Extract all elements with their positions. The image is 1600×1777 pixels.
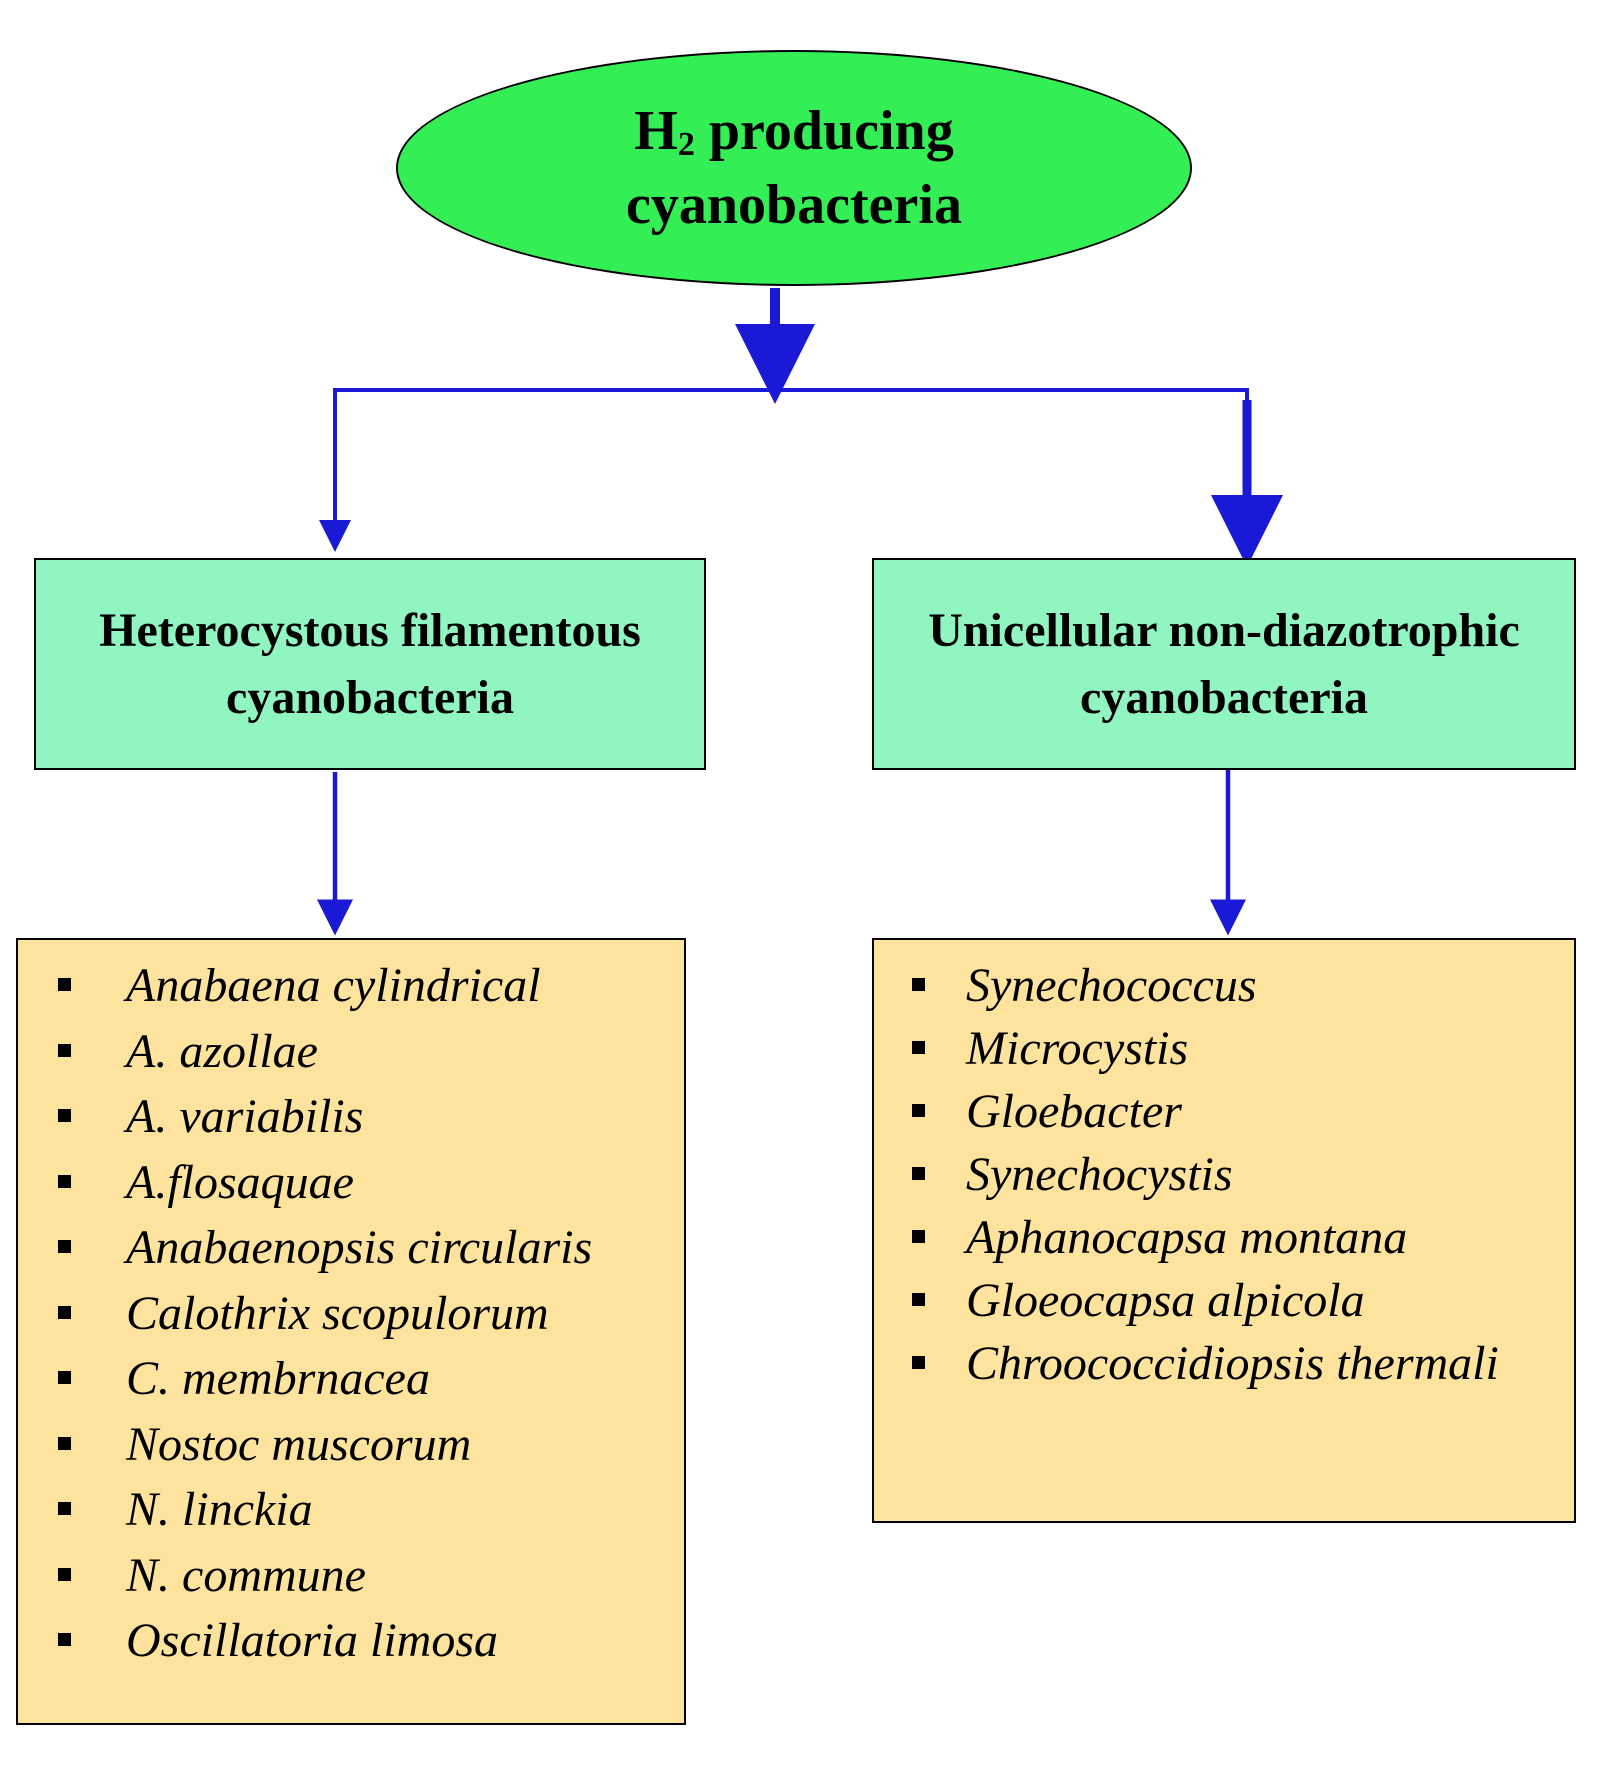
root-node: H2 producing cyanobacteria — [396, 50, 1192, 286]
list-item: A. azollae — [18, 1024, 684, 1090]
list-item: Chroococcidiopsis thermali — [874, 1336, 1574, 1399]
bullet-icon — [912, 1293, 925, 1306]
list-item: A. variabilis — [18, 1089, 684, 1155]
bullet-icon — [912, 1230, 925, 1243]
bullet-icon — [912, 978, 925, 991]
root-title-subscript: 2 — [677, 126, 695, 163]
bullet-icon — [912, 1041, 925, 1054]
species-name: Oscillatoria limosa — [126, 1614, 499, 1667]
bullet-icon — [58, 1567, 71, 1581]
category-unicellular: Unicellular non-diazotrophic cyanobacter… — [872, 558, 1576, 770]
category-label: Unicellular non-diazotrophic cyanobacter… — [928, 604, 1520, 724]
bullet-icon — [912, 1356, 925, 1369]
species-list: Synechococcus Microcystis Gloebacter Syn… — [874, 958, 1574, 1399]
bullet-icon — [58, 1371, 71, 1384]
list-item: Nostoc muscorum — [18, 1417, 684, 1483]
bullet-icon — [58, 1436, 71, 1450]
list-item: N. commune — [18, 1548, 684, 1614]
species-name: C. membrnacea — [126, 1352, 430, 1405]
species-name: Synechocystis — [966, 1148, 1233, 1201]
species-list-unicellular: Synechococcus Microcystis Gloebacter Syn… — [872, 938, 1576, 1523]
list-item: A.flosaquae — [18, 1155, 684, 1221]
species-name: Nostoc muscorum — [126, 1417, 472, 1471]
category-heterocystous: Heterocystous filamentous cyanobacteria — [34, 558, 706, 770]
bullet-icon — [912, 1104, 925, 1117]
species-name: A. azollae — [126, 1024, 318, 1078]
list-item: Gloebacter — [874, 1084, 1574, 1147]
branch-line — [333, 388, 1249, 540]
list-item: Gloeocapsa alpicola — [874, 1273, 1574, 1336]
species-name: Anabaena cylindrical — [126, 959, 541, 1012]
list-item: N. linckia — [18, 1482, 684, 1548]
species-name: Calothrix scopulorum — [126, 1286, 549, 1340]
species-name: A.flosaquae — [126, 1155, 354, 1209]
list-item: Oscillatoria limosa — [18, 1613, 684, 1679]
species-name: Microcystis — [966, 1022, 1189, 1075]
bullet-icon — [58, 1305, 71, 1319]
root-title-line1: H2 producing — [634, 94, 953, 168]
species-name: Gloeocapsa alpicola — [966, 1274, 1365, 1327]
bullet-icon — [912, 1167, 925, 1180]
root-title-prefix: H — [634, 100, 678, 162]
bullet-icon — [58, 1502, 71, 1515]
list-item: C. membrnacea — [18, 1351, 684, 1417]
species-name: Aphanocapsa montana — [966, 1211, 1408, 1264]
list-item: Calothrix scopulorum — [18, 1286, 684, 1352]
species-list: Anabaena cylindrical A. azollae A. varia… — [18, 958, 684, 1679]
root-title-suffix: producing — [694, 100, 954, 162]
list-item: Aphanocapsa montana — [874, 1210, 1574, 1273]
list-item: Synechococcus — [874, 958, 1574, 1021]
bullet-icon — [58, 1109, 71, 1122]
species-name: Synechococcus — [966, 959, 1257, 1012]
bullet-icon — [58, 1174, 71, 1188]
list-item: Synechocystis — [874, 1147, 1574, 1210]
species-name: N. commune — [126, 1548, 366, 1602]
species-list-heterocystous: Anabaena cylindrical A. azollae A. varia… — [16, 938, 686, 1725]
species-name: N. linckia — [126, 1483, 313, 1536]
root-title-line2: cyanobacteria — [626, 174, 962, 236]
bullet-icon — [58, 978, 71, 991]
bullet-icon — [58, 1240, 71, 1253]
bullet-icon — [58, 1043, 71, 1057]
list-item: Microcystis — [874, 1021, 1574, 1084]
species-name: Anabaenopsis circularis — [126, 1221, 593, 1274]
species-name: A. variabilis — [126, 1090, 364, 1143]
list-item: Anabaena cylindrical — [18, 958, 684, 1024]
category-label: Heterocystous filamentous cyanobacteria — [99, 604, 641, 724]
list-item: Anabaenopsis circularis — [18, 1220, 684, 1286]
species-name: Gloebacter — [966, 1085, 1182, 1138]
species-name: Chroococcidiopsis thermali — [966, 1337, 1499, 1390]
bullet-icon — [58, 1633, 71, 1646]
